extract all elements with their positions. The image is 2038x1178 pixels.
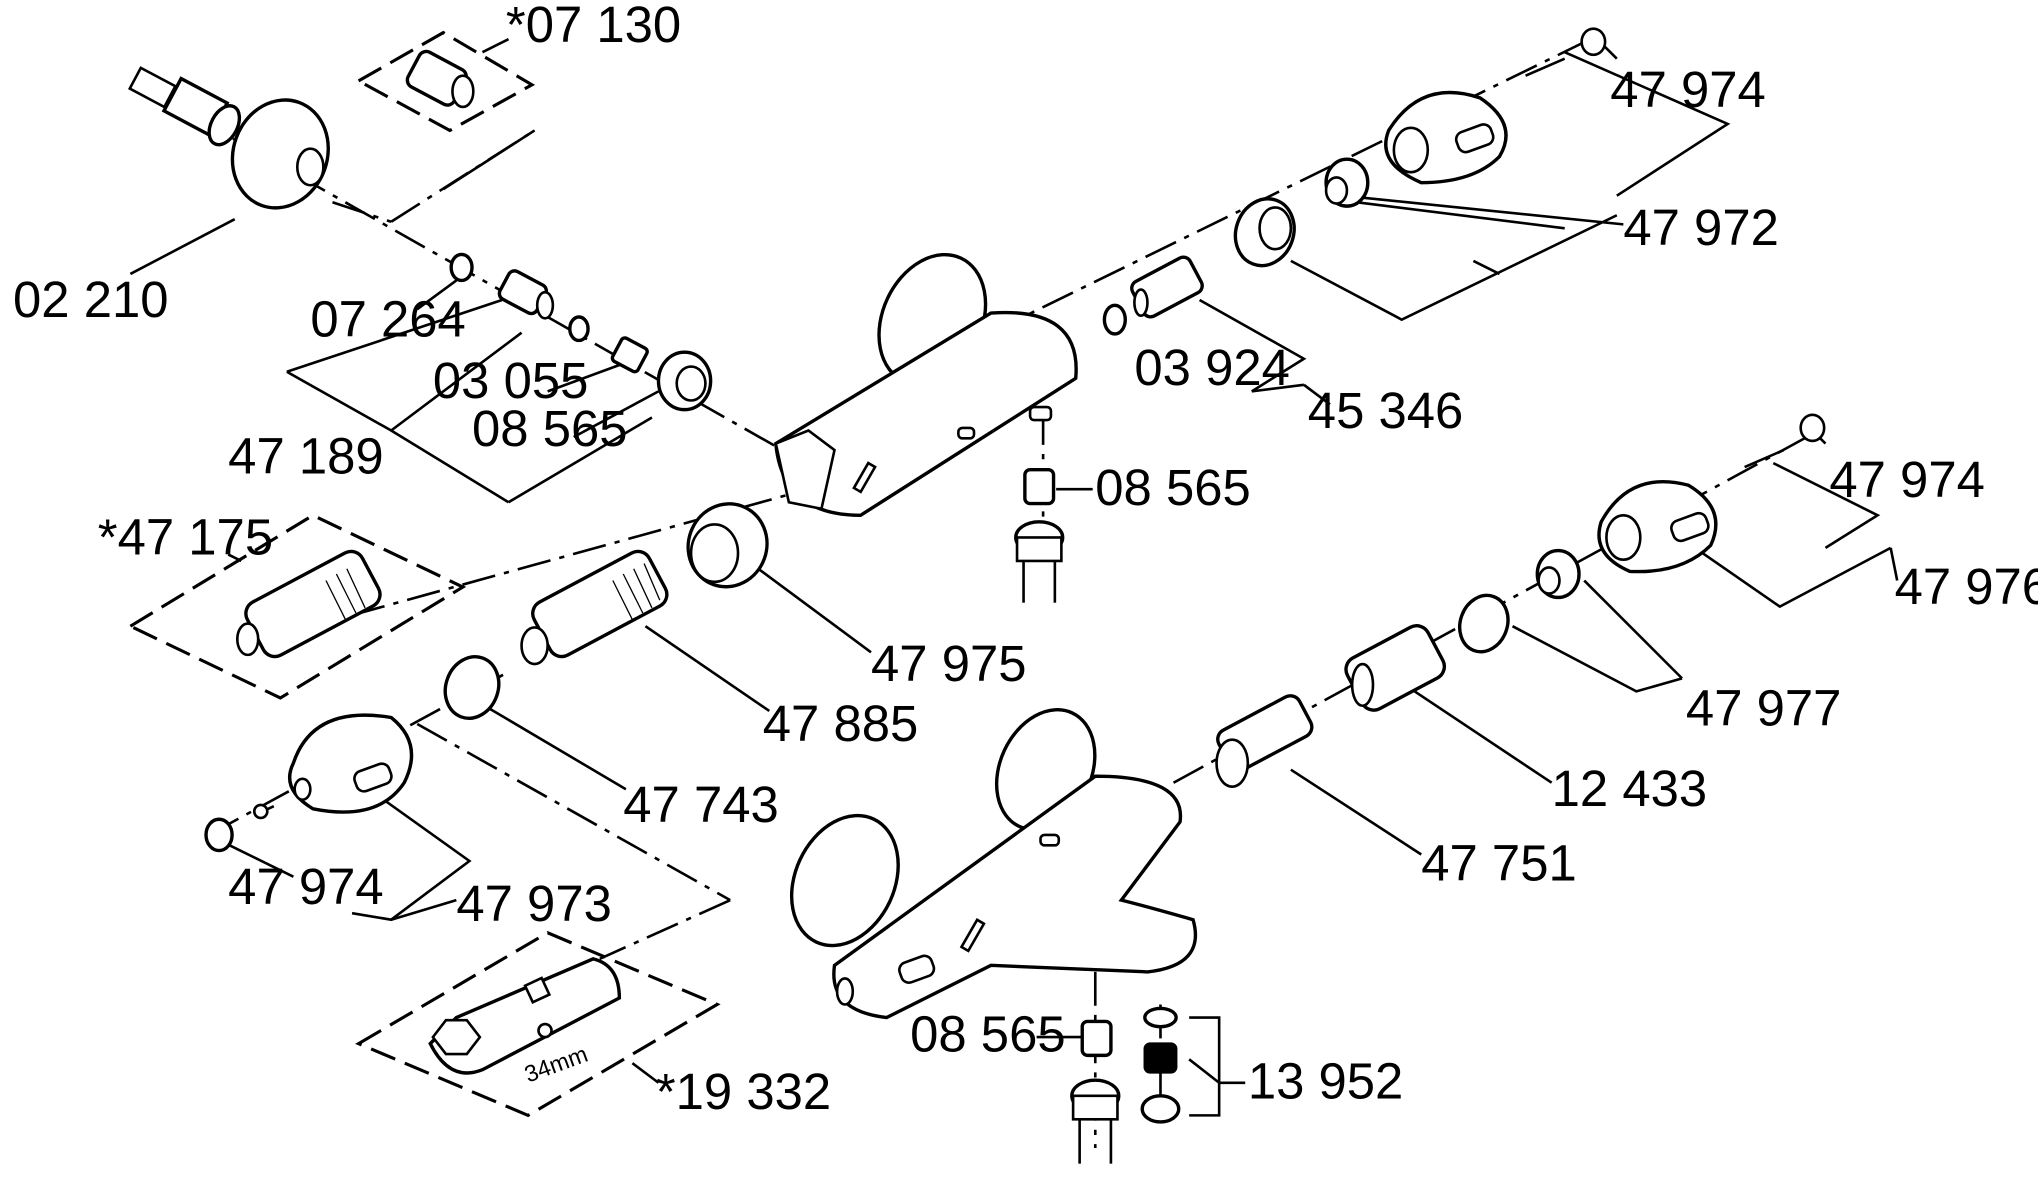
optional-part-boxes: [127, 30, 721, 1118]
label-47974-top: 47 974: [1610, 61, 1766, 118]
leader-lines: [129, 37, 1899, 1117]
label-08565-bottom: 08 565: [910, 1005, 1066, 1062]
washer-07264: [449, 252, 474, 283]
parts-right-bottom: [1215, 413, 1826, 788]
ring-13952: [1140, 1094, 1181, 1124]
screw-cap-47974-left: [204, 803, 275, 853]
label-02210: 02 210: [13, 271, 169, 328]
filter-08565-bottom: [1080, 1019, 1113, 1058]
cartridge-12433: [1344, 624, 1447, 712]
bath-thermostat-body: [789, 708, 1198, 1164]
label-08565-mid: 08 565: [1095, 459, 1251, 516]
screw-cap-47974-right: [1744, 413, 1826, 469]
ring-47751: [1215, 694, 1314, 788]
oring-03924: [1102, 303, 1127, 336]
parts-left-group: [128, 49, 769, 1075]
box-07130: [355, 30, 536, 133]
ring-47743: [443, 655, 501, 720]
label-47974-left: 47 974: [228, 858, 384, 915]
check-valve-part: [497, 269, 555, 320]
cartridge-47175: [236, 549, 382, 659]
cartridge-47885: [520, 549, 669, 666]
spindle-part: [1324, 157, 1370, 208]
cartridge-45346: [1130, 255, 1204, 319]
screw-cap-47974-top: [1525, 27, 1607, 77]
label-47976: 47 976: [1895, 558, 2038, 615]
shower-thermostat-body: [774, 252, 1078, 603]
label-47974-right: 47 974: [1829, 451, 1985, 508]
label-03055: 03 055: [433, 352, 589, 409]
label-45346: 45 346: [1308, 382, 1464, 439]
parts-right-top: [1102, 27, 1607, 336]
handle-47976: [1597, 480, 1718, 574]
filter-08565-mid: [1023, 467, 1056, 506]
ring-47977: [1458, 593, 1510, 654]
label-13952: 13 952: [1248, 1052, 1404, 1109]
label-34mm: 34mm: [521, 1041, 591, 1088]
filter-08565: [610, 336, 649, 374]
washer-13952: [1143, 1006, 1178, 1029]
label-47743: 47 743: [623, 776, 779, 833]
label-19332: *19 332: [656, 1063, 831, 1120]
handle-right-top: [1384, 90, 1508, 185]
ring-47972: [1233, 197, 1296, 268]
wrench-19332: [428, 957, 622, 1075]
label-03924: 03 924: [1134, 339, 1290, 396]
label-47975: 47 975: [871, 635, 1027, 692]
box-47175: [127, 513, 467, 700]
connector-part: [128, 66, 242, 147]
spindle-47977: [1535, 548, 1581, 600]
box-19332: [355, 930, 721, 1118]
label-47977: 47 977: [1686, 679, 1842, 736]
label-12433: 12 433: [1552, 760, 1708, 817]
label-47175: *47 175: [98, 508, 273, 565]
ring-47975: [686, 502, 769, 589]
label-47189: 47 189: [228, 428, 384, 485]
label-47973: 47 973: [456, 875, 612, 932]
assembly-axis-lines: [194, 31, 1820, 1148]
label-07130: *07 130: [506, 0, 681, 53]
hose-nut-bottom: [1070, 1078, 1121, 1164]
label-08565-left: 08 565: [472, 400, 628, 457]
label-47885: 47 885: [763, 695, 919, 752]
filter-13952: [1143, 1042, 1178, 1074]
label-47972: 47 972: [1623, 199, 1779, 256]
nut-part: [656, 350, 713, 412]
label-07264: 07 264: [310, 291, 466, 348]
part-number-labels: *07 130 02 210 07 264 03 055 08 565 47 1…: [13, 0, 2038, 1120]
hose-nut-mid: [1014, 520, 1065, 603]
handle-47973: [288, 713, 414, 814]
adapter-part: [405, 49, 475, 109]
label-47751: 47 751: [1421, 835, 1577, 892]
oring-03055: [568, 315, 590, 343]
escutcheon-part: [230, 98, 330, 210]
